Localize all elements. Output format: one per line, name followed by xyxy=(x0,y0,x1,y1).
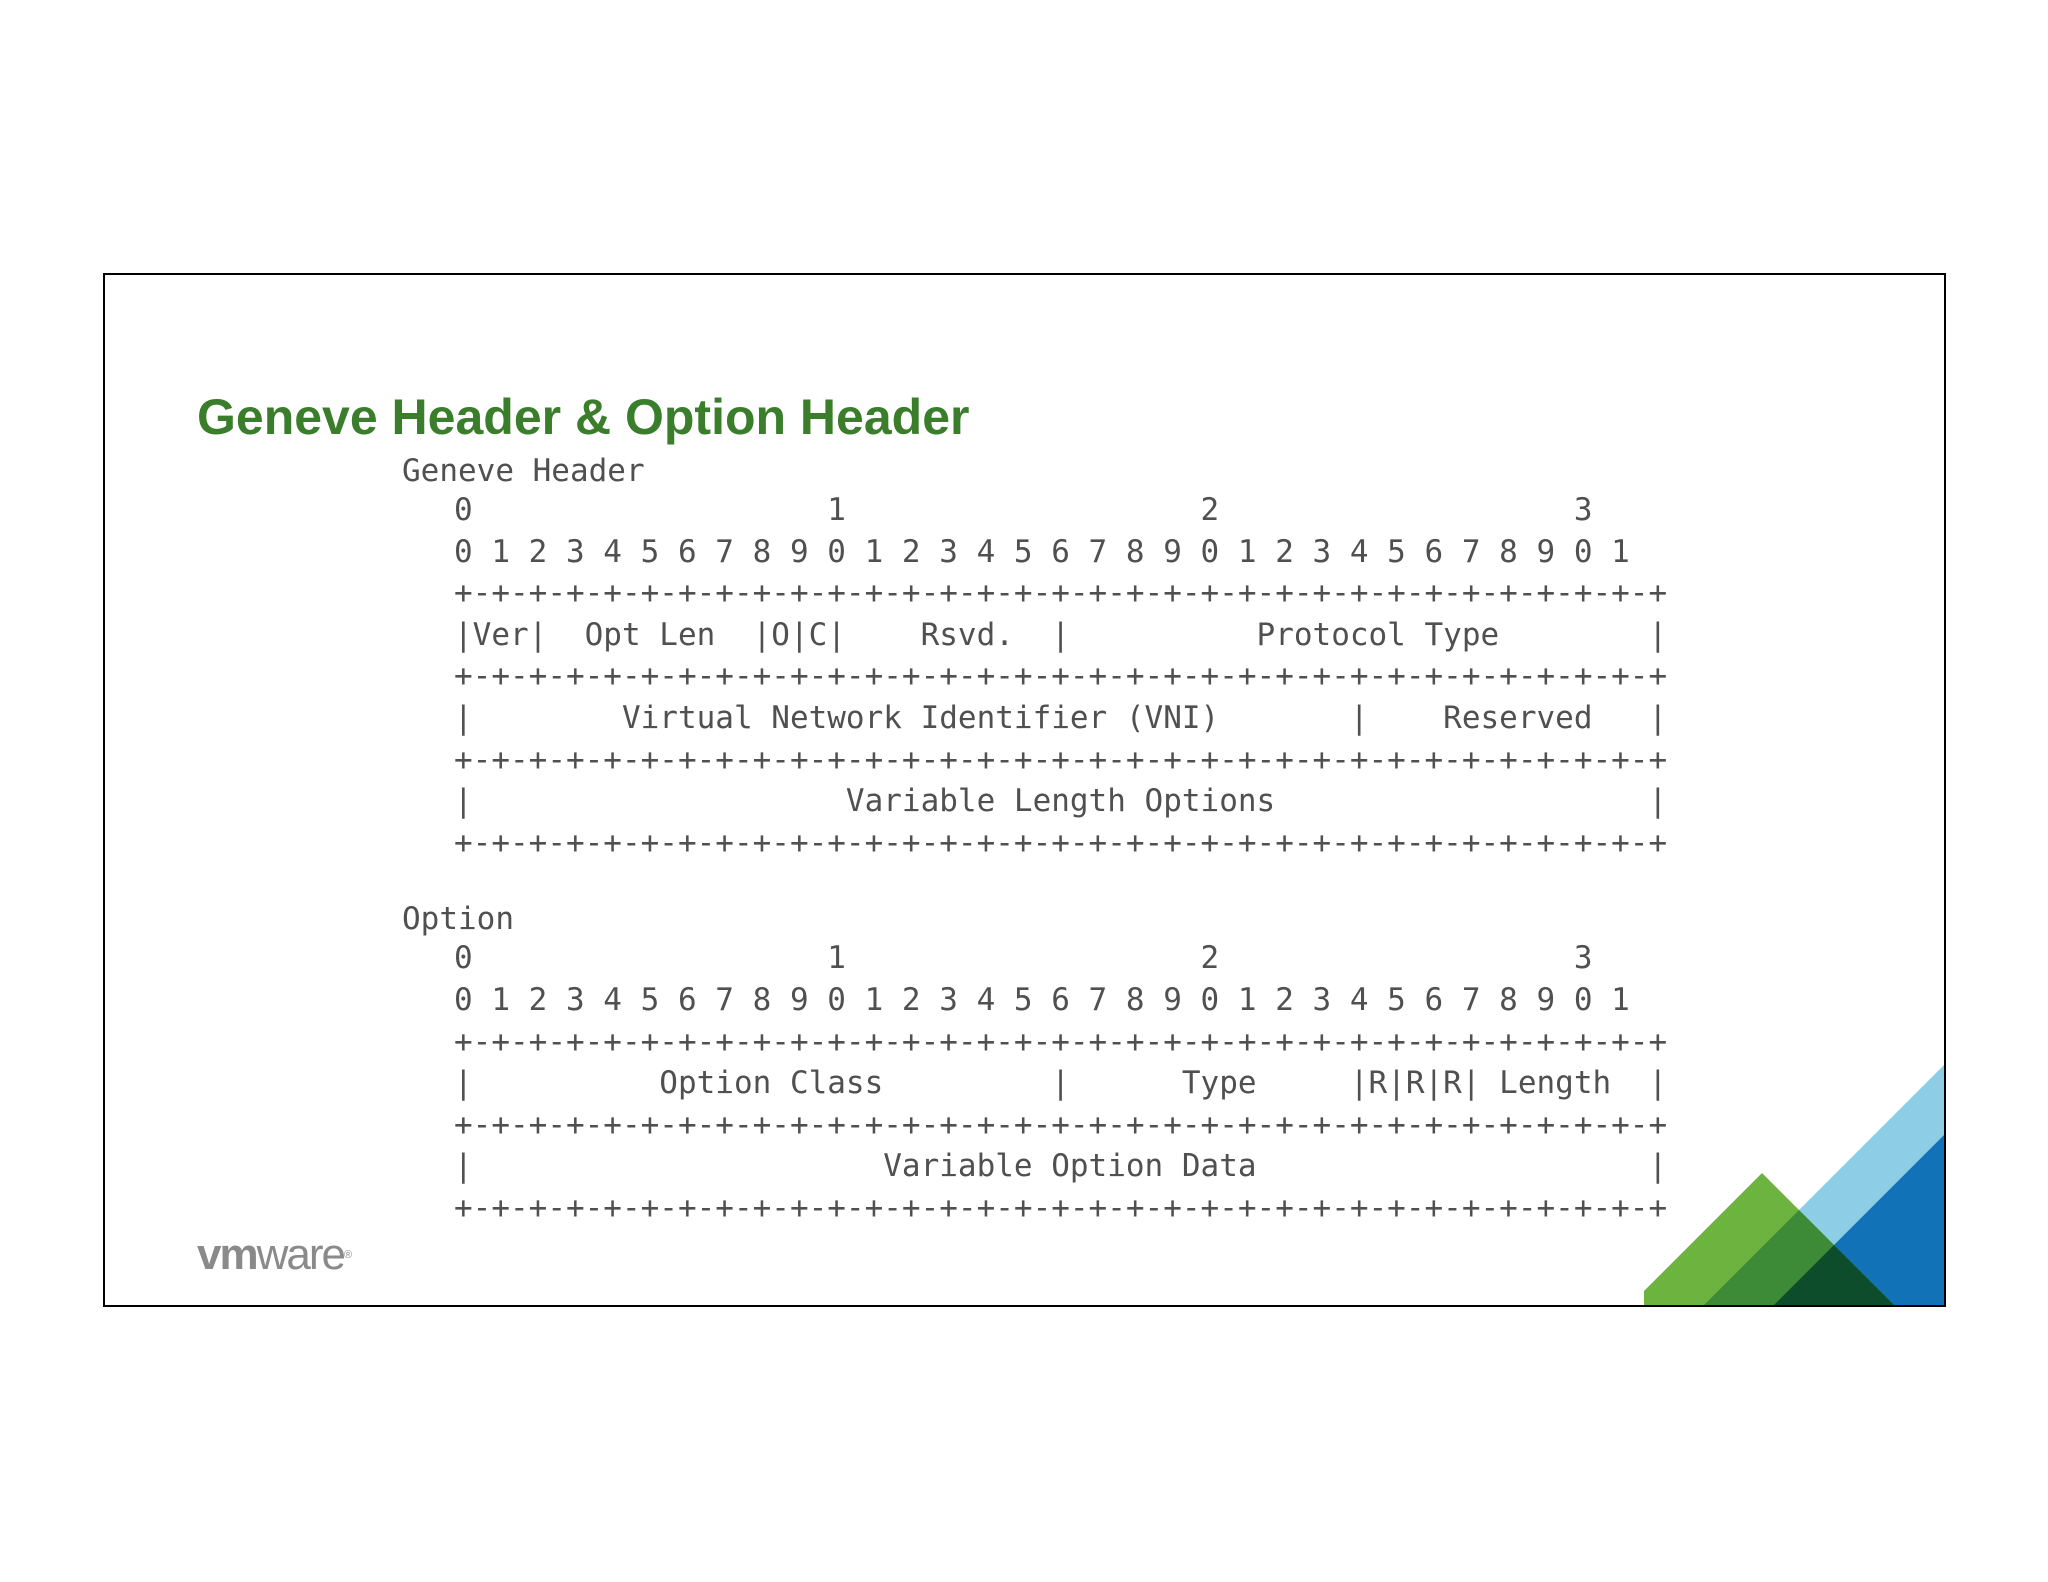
vmware-logo: vmware® xyxy=(197,1233,352,1277)
green-dark-triangle xyxy=(1774,1245,1894,1305)
field-row-variable-option-data: | Variable Option Data | xyxy=(454,1148,1668,1185)
bit-ones-row: 0 1 2 3 4 5 6 7 8 9 0 1 2 3 4 5 6 7 8 9 … xyxy=(454,533,1630,570)
border-row: +-+-+-+-+-+-+-+-+-+-+-+-+-+-+-+-+-+-+-+-… xyxy=(454,824,1668,861)
border-row: +-+-+-+-+-+-+-+-+-+-+-+-+-+-+-+-+-+-+-+-… xyxy=(454,1106,1668,1143)
bit-tens-row: 0 1 2 3 xyxy=(454,940,1593,977)
border-row: +-+-+-+-+-+-+-+-+-+-+-+-+-+-+-+-+-+-+-+-… xyxy=(454,1023,1668,1060)
geneve-header-section: Geneve Header 0 1 2 3 0 1 2 3 4 5 6 7 8 9… xyxy=(402,452,1702,864)
option-header-label: Option xyxy=(402,901,514,938)
geneve-header-label: Geneve Header xyxy=(402,453,645,489)
corner-triangles-graphic xyxy=(1644,1065,1944,1305)
header-diagrams: Geneve Header 0 1 2 3 0 1 2 3 4 5 6 7 8 9… xyxy=(402,452,1702,1226)
logo-registered-mark: ® xyxy=(343,1249,353,1261)
border-row: +-+-+-+-+-+-+-+-+-+-+-+-+-+-+-+-+-+-+-+-… xyxy=(454,741,1668,778)
field-row-vni-reserved: | Virtual Network Identifier (VNI) | Res… xyxy=(454,699,1668,736)
option-header-section: Option 0 1 2 3 0 1 2 3 4 5 6 7 8 9 0 1 2 … xyxy=(402,900,1702,1229)
logo-ware: ware xyxy=(256,1230,346,1279)
border-row: +-+-+-+-+-+-+-+-+-+-+-+-+-+-+-+-+-+-+-+-… xyxy=(454,658,1668,695)
field-row-variable-length-options: | Variable Length Options | xyxy=(454,783,1668,820)
option-header-diagram: 0 1 2 3 0 1 2 3 4 5 6 7 8 9 0 1 2 3 4 5 6… xyxy=(454,938,1702,1229)
geneve-header-diagram: 0 1 2 3 0 1 2 3 4 5 6 7 8 9 0 1 2 3 4 5 6… xyxy=(454,490,1702,864)
slide-title: Geneve Header & Option Header xyxy=(197,389,970,445)
field-row-ver-optlen-protocol: |Ver| Opt Len |O|C| Rsvd. | Protocol Typ… xyxy=(454,616,1668,653)
field-row-class-type-length: | Option Class | Type |R|R|R| Length | xyxy=(454,1065,1668,1102)
border-row: +-+-+-+-+-+-+-+-+-+-+-+-+-+-+-+-+-+-+-+-… xyxy=(454,1189,1668,1226)
bit-tens-row: 0 1 2 3 xyxy=(454,492,1593,528)
bit-ones-row: 0 1 2 3 4 5 6 7 8 9 0 1 2 3 4 5 6 7 8 9 … xyxy=(454,981,1630,1018)
logo-vm: vm xyxy=(197,1230,259,1279)
border-row: +-+-+-+-+-+-+-+-+-+-+-+-+-+-+-+-+-+-+-+-… xyxy=(454,575,1668,612)
slide: Geneve Header & Option Header Geneve Hea… xyxy=(103,273,1946,1307)
